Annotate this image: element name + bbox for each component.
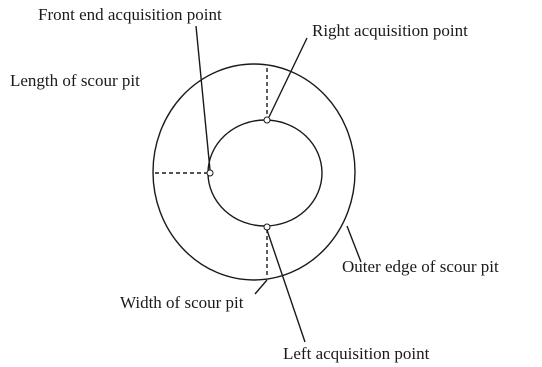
left-leader [266, 229, 306, 343]
outer-edge-label: Outer edge of scour pit [342, 257, 499, 276]
inner-circle [207, 119, 323, 227]
width-leader [254, 279, 268, 295]
length-label: Length of scour pit [10, 71, 140, 90]
right-label: Right acquisition point [312, 21, 468, 40]
outer-edge-leader [346, 225, 362, 263]
outer-edge-circle [152, 63, 356, 281]
right-acquisition-point [263, 116, 271, 124]
width-label: Width of scour pit [120, 293, 244, 312]
front-end-leader [195, 25, 211, 171]
front-end-label: Front end acquisition point [38, 5, 222, 24]
right-leader [268, 37, 308, 118]
front-end-acquisition-point [206, 169, 214, 177]
left-acquisition-point [263, 223, 271, 231]
left-label: Left acquisition point [283, 344, 430, 363]
